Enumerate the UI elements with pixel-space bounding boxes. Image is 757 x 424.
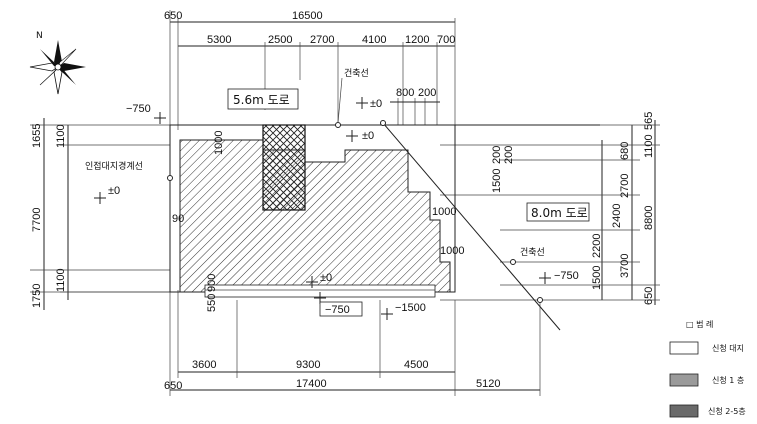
dim-bottom-seg-1: 3600 [192, 359, 216, 371]
dim-top-seg-1: 5300 [207, 34, 231, 46]
dim-right-col1-4: 2200 [591, 234, 603, 258]
building-line-right-label: 건축선 [520, 247, 545, 258]
dim-interior-550: 550 [206, 294, 218, 312]
level-site-pm0: ±0 [362, 130, 374, 142]
dim-interior-1000a: 1000 [213, 131, 225, 155]
level-left-m750: −750 [126, 103, 151, 115]
level-left-pm0: ±0 [108, 185, 120, 197]
dim-right-col3-1: 565 [643, 112, 655, 130]
dim-left-outer-2: 7700 [31, 208, 43, 232]
legend-label-floor2-5: 신청 2-5층 [708, 407, 746, 416]
dim-top-total: 16500 [292, 10, 323, 22]
level-right-m750: −750 [554, 270, 579, 282]
dim-right-col1-5: 1500 [591, 266, 603, 290]
dim-top-seg-4: 4100 [362, 34, 386, 46]
dim-top-left-offset: 650 [164, 10, 182, 22]
left-dimension-lines [30, 118, 170, 310]
dim-interior-90: 90 [172, 213, 184, 225]
core-stair [262, 124, 306, 211]
dim-left-outer-3: 1750 [31, 284, 43, 308]
level-m1500: −1500 [395, 302, 426, 314]
dim-bottom-seg-3: 4500 [404, 359, 428, 371]
dim-left-inner-1: 1100 [55, 124, 67, 148]
dim-bottom-total: 17400 [296, 378, 327, 390]
legend-title: □ 범 례 [686, 319, 713, 329]
dim-top-seg-2: 2500 [268, 34, 292, 46]
building-footprint [179, 139, 451, 293]
road-right-box [526, 202, 590, 222]
dim-right-col1-3: 2400 [611, 204, 623, 228]
dim-top-seg-5: 1200 [405, 34, 429, 46]
dim-interior-1000c: 1000 [440, 245, 464, 257]
level-bottom-m750: −750 [325, 304, 350, 316]
dim-right-col1-2: 1500 [491, 169, 503, 193]
road-top-box [227, 88, 299, 110]
dim-left-inner-2: 1100 [55, 268, 67, 292]
dim-top-small-1: 800 [396, 87, 414, 99]
dim-top-seg-6: 700 [437, 34, 455, 46]
legend-label-floor1: 신청 1 층 [712, 376, 744, 385]
road-top-label: 5.6m 도로 [233, 93, 290, 107]
dim-left-outer-1: 1655 [31, 124, 43, 148]
dim-bottom-right-extra: 5120 [476, 378, 500, 390]
dim-right-col1-1: 200 [491, 146, 503, 164]
legend-swatch-site [669, 341, 699, 355]
dim-right-col2-4: 3700 [619, 254, 631, 278]
level-road-pm0: ±0 [370, 98, 382, 110]
boundary-label: 인접대지경계선 [85, 160, 143, 172]
north-arrow-icon [29, 40, 86, 95]
dim-bottom-seg-2: 9300 [296, 359, 320, 371]
dim-top-seg-3: 2700 [310, 34, 334, 46]
dim-right-col2-1: 200 [503, 146, 515, 164]
dim-interior-900: 900 [206, 274, 218, 292]
road-right-label: 8.0m 도로 [531, 206, 588, 220]
level-bottom-pm0: ±0 [320, 272, 332, 284]
dim-top-small-2: 200 [418, 87, 436, 99]
dim-right-col3-2: 1100 [643, 134, 655, 158]
dim-right-col3-4: 650 [643, 287, 655, 305]
dim-interior-1000b: 1000 [432, 206, 456, 218]
level-box-m750 [319, 301, 363, 317]
top-dimension-lines [169, 10, 456, 130]
legend-swatch-floor2-5 [669, 404, 699, 418]
dim-right-col2-2: 680 [619, 142, 631, 160]
legend-swatch-floor1 [669, 373, 699, 387]
dim-right-col2-3: 2700 [619, 174, 631, 198]
level-markers [94, 97, 551, 320]
dim-right-col3-3: 8800 [643, 206, 655, 230]
right-dimension-lines [440, 120, 660, 305]
legend-label-site: 신청 대지 [712, 344, 744, 353]
bottom-dimension-lines [169, 290, 541, 396]
dim-bottom-left-offset: 650 [164, 380, 182, 392]
building-line-diagonal [382, 122, 561, 331]
building-line-top-label: 건축선 [344, 68, 369, 79]
legend: □ 범 례 신청 대지 신청 1 층 신청 2-5층 [669, 319, 746, 418]
north-label: N [36, 31, 43, 41]
